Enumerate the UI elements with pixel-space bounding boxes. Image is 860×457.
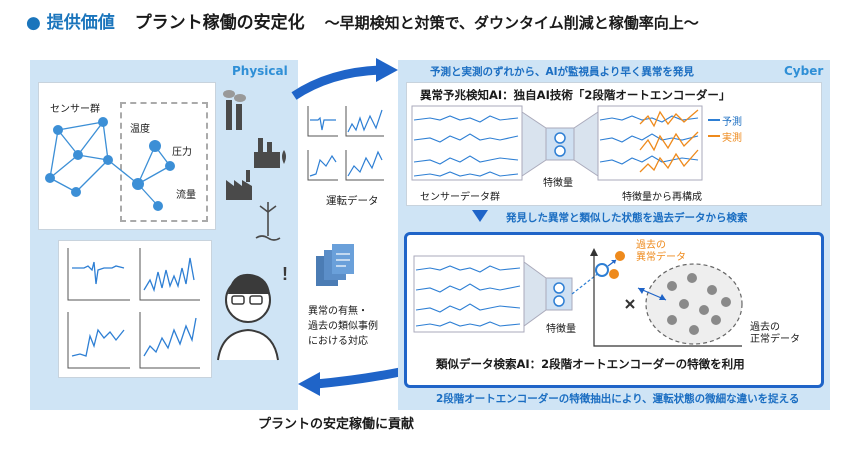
feature-label-1: 特徴量 bbox=[543, 178, 573, 189]
temperature-label: 温度 bbox=[130, 124, 150, 135]
feature-label-2: 特徴量 bbox=[546, 324, 576, 335]
cyber-label: Cyber bbox=[784, 64, 824, 78]
past-normal-label: 過去の 正常データ bbox=[750, 322, 800, 346]
response-text: 異常の有無・ 過去の類似事例 における対応 bbox=[308, 304, 378, 349]
past-anomaly-line-1: 過去の bbox=[636, 240, 666, 251]
past-normal-line-1: 過去の bbox=[750, 322, 780, 333]
flow-label: 流量 bbox=[176, 190, 196, 201]
title-sub: ～早期検知と対策で、ダウンタイム削減と稼働率向上～ bbox=[324, 14, 699, 32]
refinery-icon bbox=[254, 138, 286, 168]
factory-icon bbox=[223, 90, 246, 130]
page-title: ● 提供価値 プラント稼働の安定化 ～早期検知と対策で、ダウンタイム削減と稼働率… bbox=[26, 8, 699, 33]
response-line-3: における対応 bbox=[308, 336, 368, 347]
top-banner: 予測と実測のずれから、AIが監視員より早く異常を発見 bbox=[430, 66, 694, 78]
sensor-group-label: センサー群 bbox=[50, 104, 100, 115]
svg-text:!: ! bbox=[282, 264, 288, 284]
bottom-banner: 2段階オートエンコーダーの特徴抽出により、運転状態の微細な違いを捉える bbox=[436, 393, 800, 405]
contribution-text: プラントの安定稼働に貢献 bbox=[258, 417, 415, 432]
sensor-data-group-label: センサーデータ群 bbox=[420, 192, 500, 203]
person-icon: ! bbox=[217, 264, 288, 361]
past-anomaly-line-2: 異常データ bbox=[636, 252, 686, 263]
legend-actual: 実測 bbox=[722, 133, 742, 144]
sensor-subgroup-frame bbox=[120, 102, 208, 222]
response-line-1: 異常の有無・ bbox=[308, 306, 368, 317]
title-lead: 提供価値 bbox=[46, 13, 115, 33]
plant-icon bbox=[226, 170, 252, 200]
pressure-label: 圧力 bbox=[172, 147, 192, 158]
past-normal-line-2: 正常データ bbox=[750, 334, 800, 345]
legend-predicted: 予測 bbox=[722, 117, 742, 128]
past-anomaly-label: 過去の 異常データ bbox=[636, 240, 686, 264]
middle-banner: 発見した異常と類似した状態を過去データから検索 bbox=[506, 212, 748, 224]
physical-label: Physical bbox=[232, 64, 288, 78]
box2-title: 類似データ検索AI：2段階オートエンコーダーの特徴を利用 bbox=[436, 357, 745, 371]
response-line-2: 過去の類似事例 bbox=[308, 321, 378, 332]
box1-title: 異常予兆検知AI：独自AI技術「2段階オートエンコーダー」 bbox=[420, 88, 731, 102]
operation-data-label: 運転データ bbox=[326, 195, 379, 207]
wind-turbine-icon bbox=[255, 202, 281, 241]
title-bullet: ● bbox=[26, 13, 41, 33]
sensor-network-box bbox=[38, 82, 216, 230]
title-main: プラント稼働の安定化 bbox=[134, 13, 305, 33]
reconstruct-label: 特徴量から再構成 bbox=[622, 192, 702, 203]
